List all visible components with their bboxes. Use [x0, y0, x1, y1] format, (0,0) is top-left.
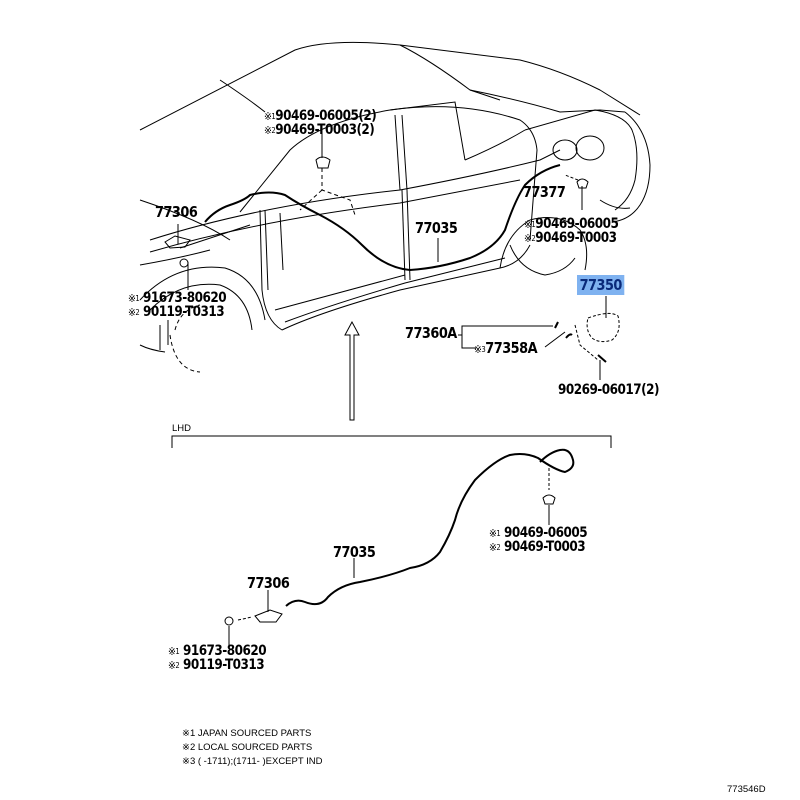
label-screw: 90269-06017(2): [558, 382, 659, 398]
label-cable-top: 77035: [415, 219, 458, 237]
note-except-ind: ※3 ( -1711);(1711- )EXCEPT IND: [182, 756, 323, 767]
label-lid-hinge: ※377358A: [474, 339, 538, 357]
view-arrow: [344, 320, 360, 421]
label-lid-sub: 77360A: [405, 324, 457, 342]
note-japan-sourced: ※1 JAPAN SOURCED PARTS: [182, 728, 312, 739]
lever-part-icon: [164, 235, 191, 249]
small-parts-upper: [164, 156, 620, 363]
label-lever-lower: 77306: [247, 574, 290, 592]
section-label-lhd: LHD: [172, 423, 192, 434]
cable-lower: [285, 448, 575, 607]
car-body-outline: [139, 41, 651, 373]
catalog-number: 773546D: [727, 784, 766, 795]
clip-rear-icon: [576, 178, 589, 189]
label-lever-top: 77306: [155, 203, 198, 221]
label-bolt-top: ※1 91673-80620 ※2 90119-T0313: [128, 290, 227, 320]
clip-part-icon: [315, 156, 331, 169]
bolt-part-icon: [179, 258, 189, 268]
label-bolt-lower: ※1 91673-80620 ※2 90119-T0313: [168, 643, 267, 673]
leader-lines-lower: [224, 468, 556, 646]
lever-lower-icon: [254, 609, 283, 623]
leader-lines-upper: [177, 132, 607, 380]
fuel-lid-icon: [586, 312, 620, 343]
label-cable-lower: 77035: [333, 543, 376, 561]
label-clip-top: ※190469-06005(2) ※290469-T0003(2): [264, 108, 377, 138]
label-clip-rear: ※190469-06005 ※290469-T0003: [524, 216, 619, 246]
fuel-lid-part-link[interactable]: 77350: [577, 275, 625, 295]
note-local-sourced: ※2 LOCAL SOURCED PARTS: [182, 742, 313, 753]
label-opener-lock: 77377: [523, 183, 566, 201]
clip-lower-icon: [542, 494, 556, 505]
cable-upper: [204, 164, 561, 272]
label-clip-lower: ※1 90469-06005 ※2 90469-T0003: [489, 525, 588, 555]
lhd-bracket: [171, 435, 612, 448]
bolt-lower-icon: [224, 616, 234, 626]
